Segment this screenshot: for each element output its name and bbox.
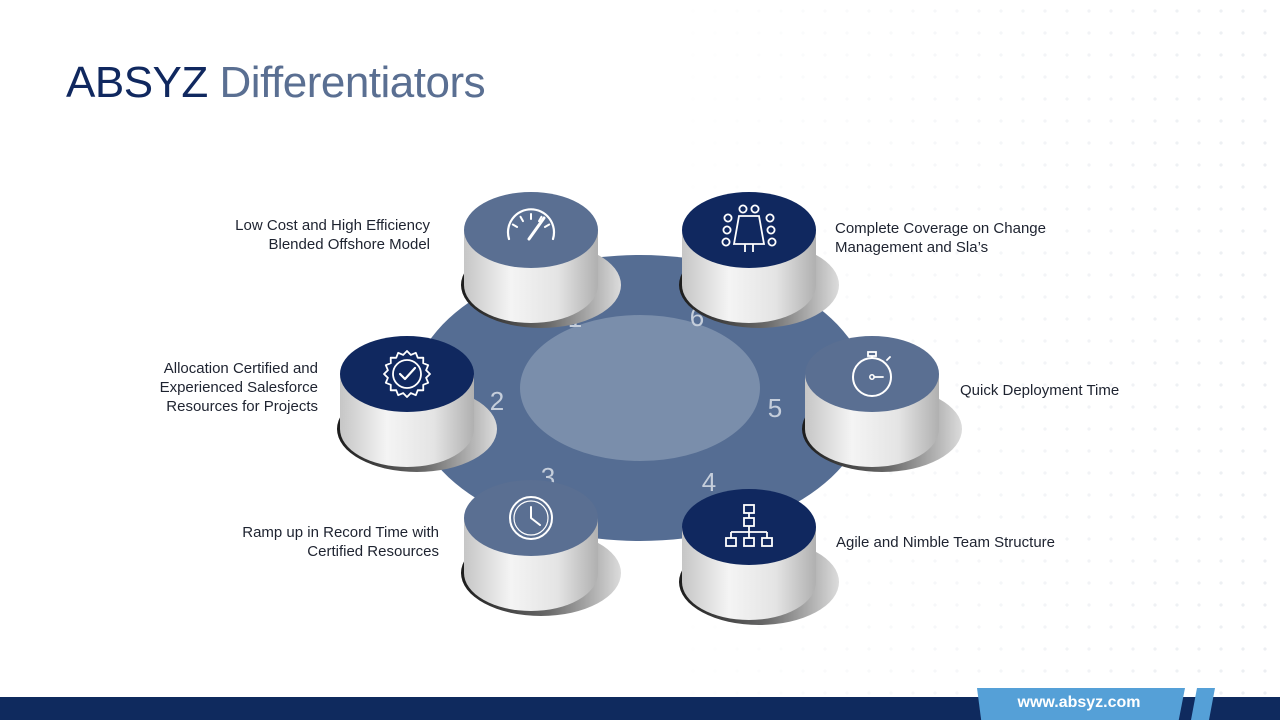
feature-label-line: Ramp up in Record Time with: [242, 524, 439, 541]
feature-label-line: Allocation Certified and: [163, 360, 318, 377]
feature-label-5: Quick Deployment Time: [960, 381, 1119, 400]
footer-url[interactable]: www.absyz.com: [1017, 694, 1141, 711]
feature-label-4: Agile and Nimble Team Structure: [836, 533, 1055, 552]
cylinder-3: [461, 480, 621, 616]
feature-label-line: Management and Sla’s: [835, 239, 989, 256]
stopwatch-icon: [852, 351, 892, 397]
meeting-table-icon: [721, 204, 777, 252]
title-brand: ABSYZ: [66, 58, 208, 107]
cylinder-5: [802, 336, 962, 472]
feature-label-line: Agile and Nimble Team Structure: [836, 534, 1055, 551]
org-chart-icon: [725, 504, 773, 547]
feature-label-line: Certified Resources: [307, 543, 439, 560]
feature-label-line: Quick Deployment Time: [960, 382, 1120, 399]
feature-cylinders: [337, 192, 962, 625]
feature-label-line: Resources for Projects: [166, 398, 318, 415]
title-rest: Differentiators: [219, 58, 486, 107]
cylinder-6: [679, 192, 839, 328]
cylinder-top: [682, 192, 816, 268]
cylinder-top: [805, 336, 939, 412]
feature-label-line: Low Cost and High Efficiency: [235, 217, 430, 234]
footer-url-tab: [977, 688, 1185, 720]
cylinder-2: [337, 336, 497, 472]
badge-check-icon: [383, 350, 431, 398]
cylinder-top: [340, 336, 474, 412]
step-number-2: 2: [490, 386, 504, 416]
inner-ellipse: [520, 315, 760, 461]
footer-bar: [0, 697, 1280, 720]
cylinder-top: [464, 192, 598, 268]
page-title: ABSYZ Differentiators: [66, 58, 486, 108]
cylinder-1: [461, 192, 621, 328]
feature-label-line: Complete Coverage on Change: [835, 220, 1046, 237]
clock-icon: [509, 496, 553, 540]
feature-label-line: Experienced Salesforce: [159, 379, 318, 396]
step-number-4: 4: [702, 467, 716, 497]
feature-label-line: Blended Offshore Model: [268, 236, 431, 253]
step-number-5: 5: [768, 393, 782, 423]
speedometer-icon: [506, 208, 556, 241]
cylinder-4: [679, 489, 839, 625]
